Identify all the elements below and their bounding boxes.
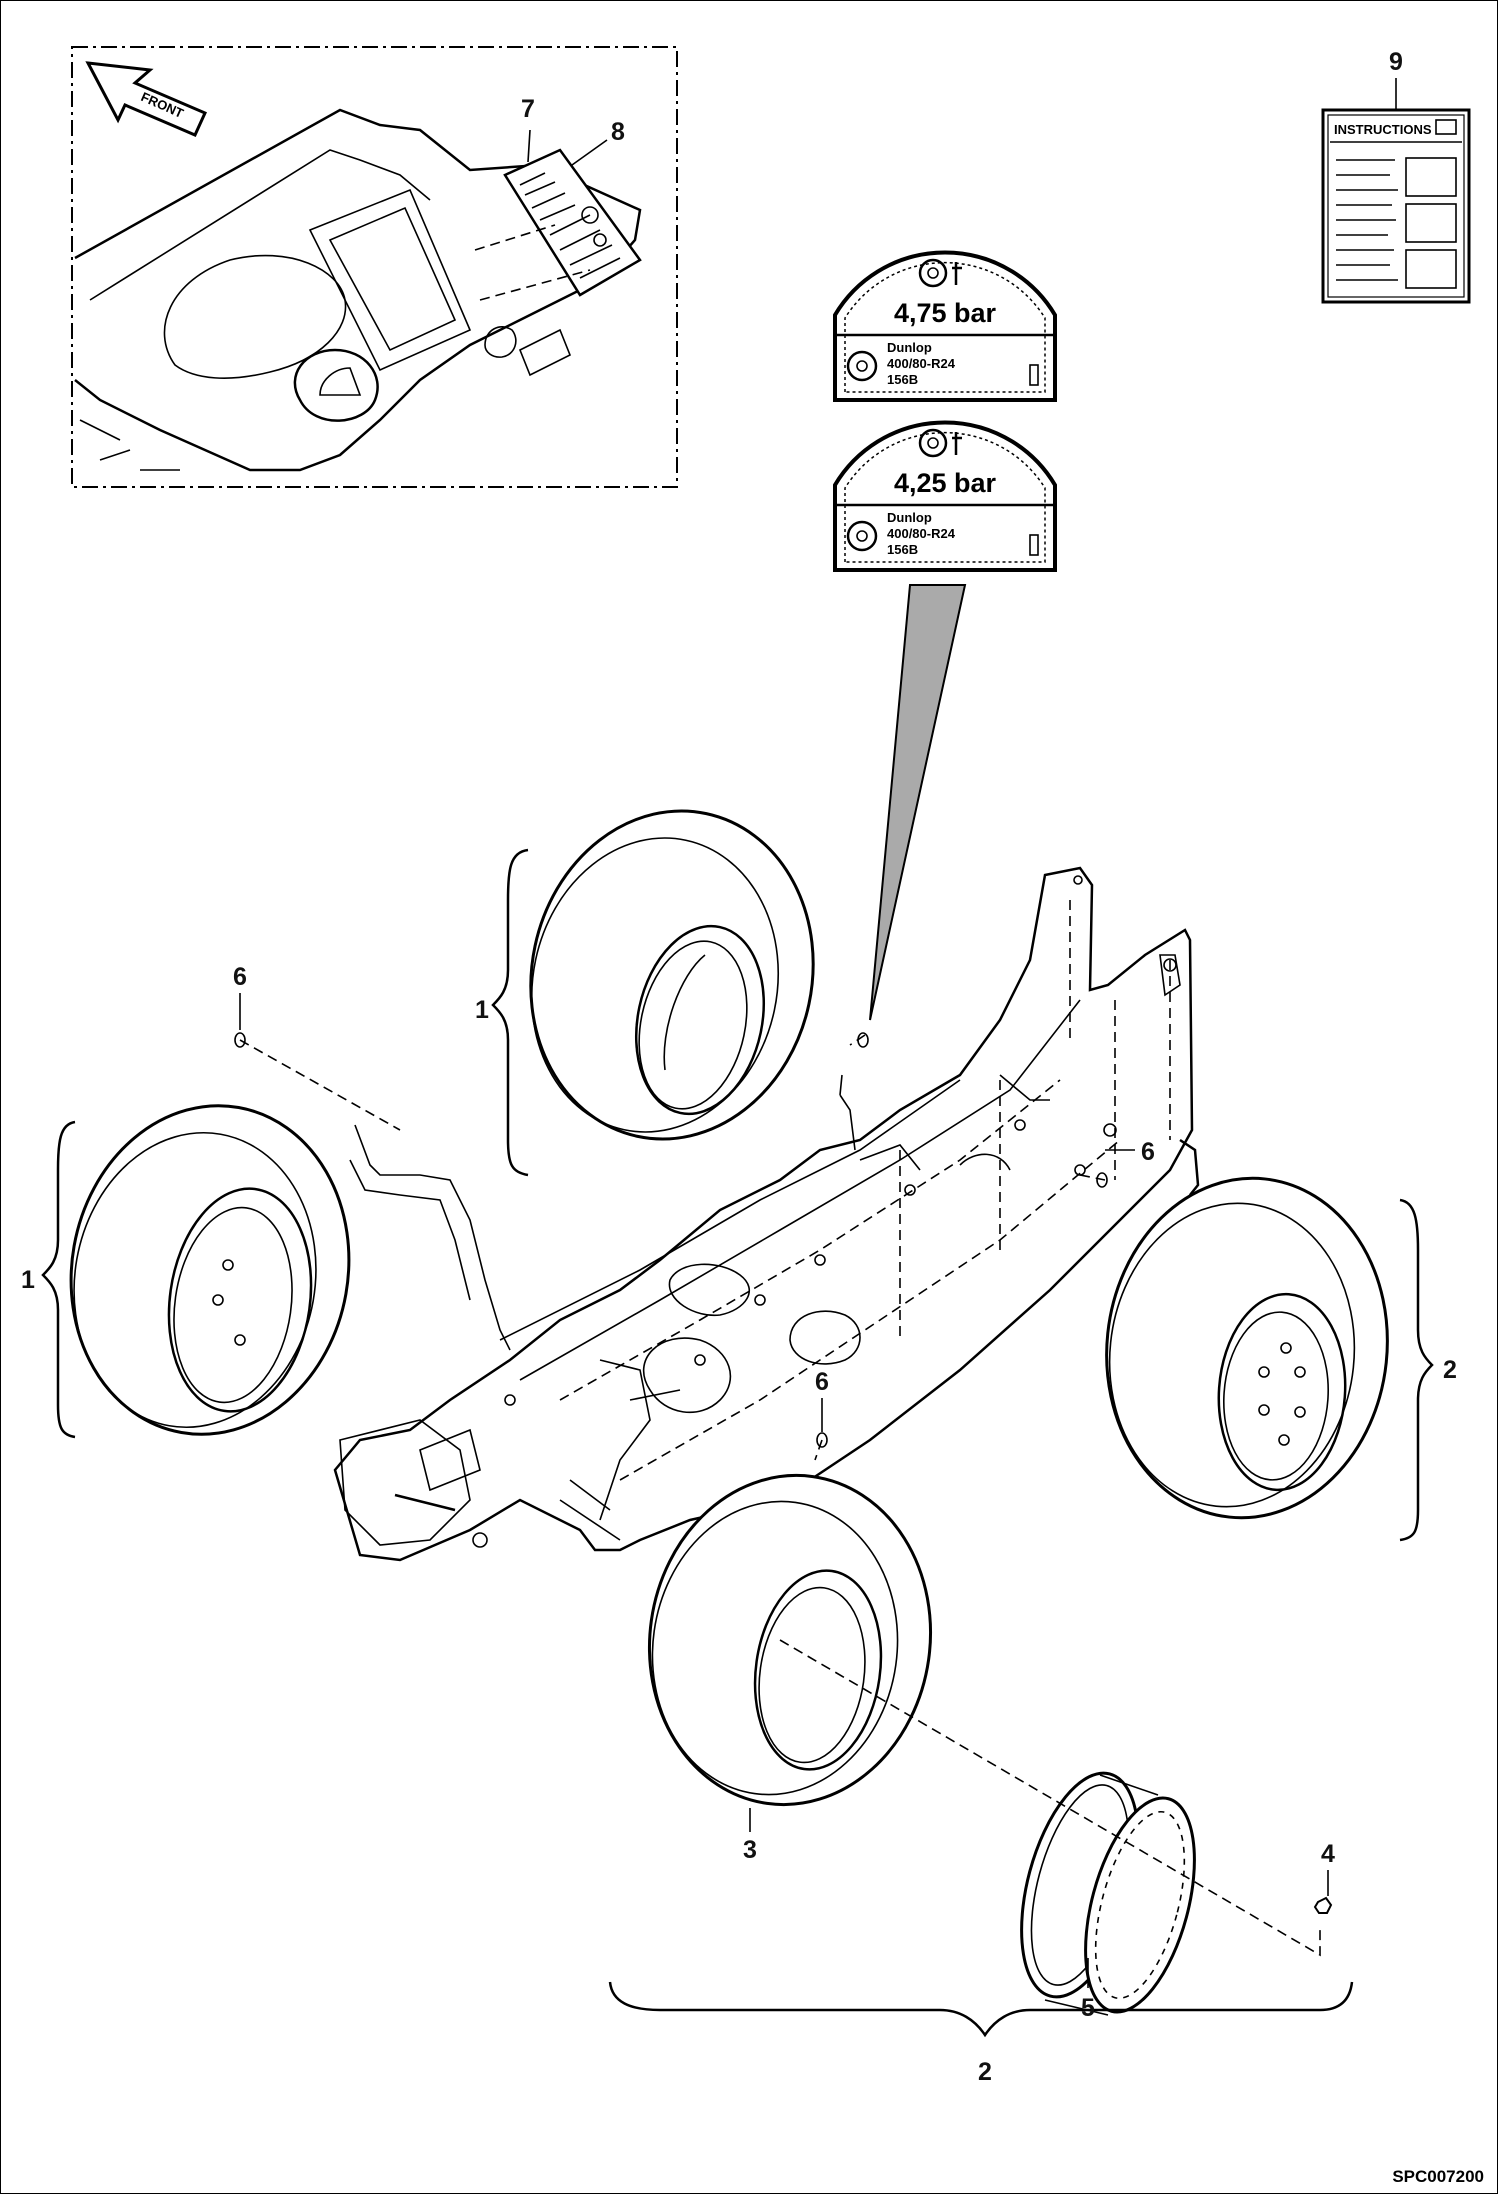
- wheel-nut: [1313, 1896, 1333, 1914]
- callout-2-bottom: 2: [978, 2058, 992, 2086]
- callout-5: 5: [1081, 1994, 1095, 2022]
- decal-sheet: [503, 148, 642, 297]
- chassis-frame: [333, 866, 1200, 1562]
- tire-rear-right: [1105, 1176, 1389, 1520]
- tire-pressure-decal-high: 4,75 bar Dunlop 400/80-R24 156B: [833, 250, 1057, 402]
- decal-high-load: 156B: [887, 372, 918, 387]
- decal-low-load: 156B: [887, 542, 918, 557]
- tire-rear-left: [647, 1473, 933, 1807]
- tire-pressure-decal-low: 4,25 bar Dunlop 400/80-R24 156B: [833, 420, 1057, 572]
- tire-front-left-upper: [529, 809, 815, 1141]
- valve-stems: [234, 1032, 1108, 1448]
- callout-1-lower: 1: [21, 1266, 35, 1294]
- decal-low-size: 400/80-R24: [887, 526, 956, 541]
- callout-3: 3: [743, 1836, 757, 1864]
- callout-numbers: 7 8 9 1 1 2 6 6 6 3 4 5 2: [21, 48, 1457, 2086]
- callout-9: 9: [1389, 48, 1403, 76]
- decal-low-pressure: 4,25 bar: [894, 468, 997, 498]
- decal-location-pointer: [869, 584, 967, 1021]
- callout-1-upper: 1: [475, 996, 489, 1024]
- callout-6-right: 6: [1141, 1138, 1155, 1166]
- wheel-rim: [1020, 1771, 1196, 2016]
- callout-6-left: 6: [233, 963, 247, 991]
- front-arrow-icon: FRONT: [85, 61, 207, 137]
- detail-view-border: [71, 46, 678, 488]
- tire-front-left-lower: [69, 1104, 351, 1436]
- callout-6-center: 6: [815, 1368, 829, 1396]
- decal-high-size: 400/80-R24: [887, 356, 956, 371]
- decal-high-brand: Dunlop: [887, 340, 932, 355]
- callout-7: 7: [521, 95, 535, 123]
- instructions-decal-title: INSTRUCTIONS: [1334, 122, 1432, 137]
- decal-high-pressure: 4,75 bar: [894, 298, 997, 328]
- drawing-code: SPC007200: [1392, 2167, 1484, 2186]
- callout-8: 8: [611, 118, 625, 146]
- detail-view-cab-interior: FRONT: [71, 46, 678, 488]
- braces: [41, 848, 1434, 2038]
- decal-low-brand: Dunlop: [887, 510, 932, 525]
- instructions-decal: INSTRUCTIONS: [1321, 78, 1471, 304]
- callout-2-right: 2: [1443, 1356, 1457, 1384]
- leader-lines: [239, 993, 1329, 1988]
- callout-4: 4: [1321, 1840, 1335, 1868]
